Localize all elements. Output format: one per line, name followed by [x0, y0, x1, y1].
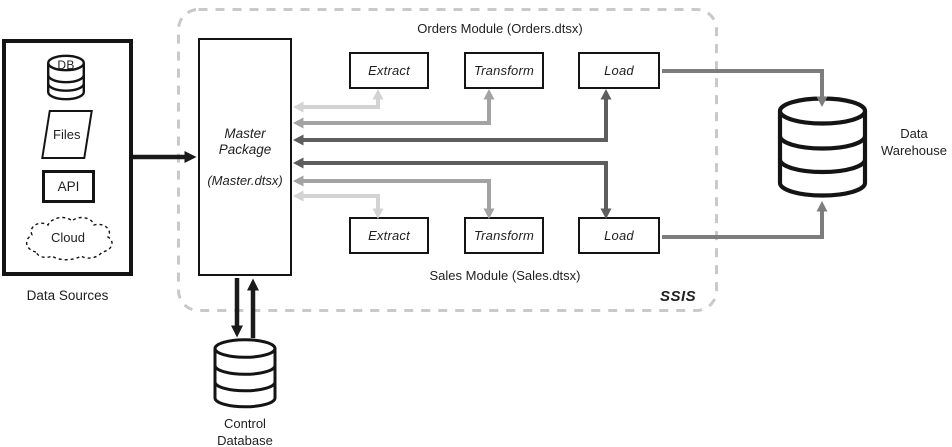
arrow-orders-load-to-warehouse [662, 69, 828, 107]
sales-module-label: Sales Module (Sales.dtsx) [429, 268, 581, 283]
control-database-icon [213, 338, 277, 409]
data-sources-label: Data Sources [26, 288, 109, 303]
data-warehouse-label: Data Warehouse [881, 126, 947, 158]
orders-extract-box: Extract [349, 52, 429, 89]
cloud-label: Cloud [51, 230, 85, 245]
files-label: Files [53, 127, 81, 142]
sales-transform-label: Transform [473, 228, 535, 243]
sales-extract-label: Extract [368, 228, 410, 243]
arrow-master-orders-transform [293, 89, 495, 129]
database-icon [47, 54, 85, 101]
master-package-box: Master Package (Master.dtsx) [198, 38, 292, 276]
orders-extract-label: Extract [368, 63, 410, 78]
control-database-label: Control Database [217, 416, 273, 447]
orders-load-label: Load [604, 63, 634, 78]
ssis-container-label: SSIS [660, 288, 697, 305]
orders-module-label: Orders Module (Orders.dtsx) [417, 21, 583, 36]
api-label: API [57, 179, 80, 194]
arrow-sales-load-to-warehouse [662, 201, 828, 239]
sales-extract-box: Extract [349, 217, 429, 254]
arrow-master-sales-transform [293, 175, 495, 219]
api-box: API [42, 170, 95, 203]
data-warehouse-icon [777, 96, 868, 198]
orders-transform-box: Transform [464, 52, 544, 89]
cloud-icon [25, 216, 113, 261]
sales-load-label: Load [604, 228, 634, 243]
master-package-title: Master Package [218, 126, 272, 157]
arrow-master-orders-load [293, 89, 612, 146]
arrow-master-sales-extract [293, 190, 384, 219]
master-package-filename: (Master.dtsx) [207, 172, 283, 188]
orders-load-box: Load [578, 52, 660, 89]
arrow-master-sales-load [293, 157, 612, 219]
files-shape: Files [41, 110, 93, 159]
sales-load-box: Load [578, 217, 660, 254]
orders-transform-label: Transform [473, 63, 535, 78]
sales-transform-box: Transform [464, 217, 544, 254]
database-icon-label: DB [57, 58, 75, 72]
arrow-master-orders-extract [293, 89, 384, 113]
